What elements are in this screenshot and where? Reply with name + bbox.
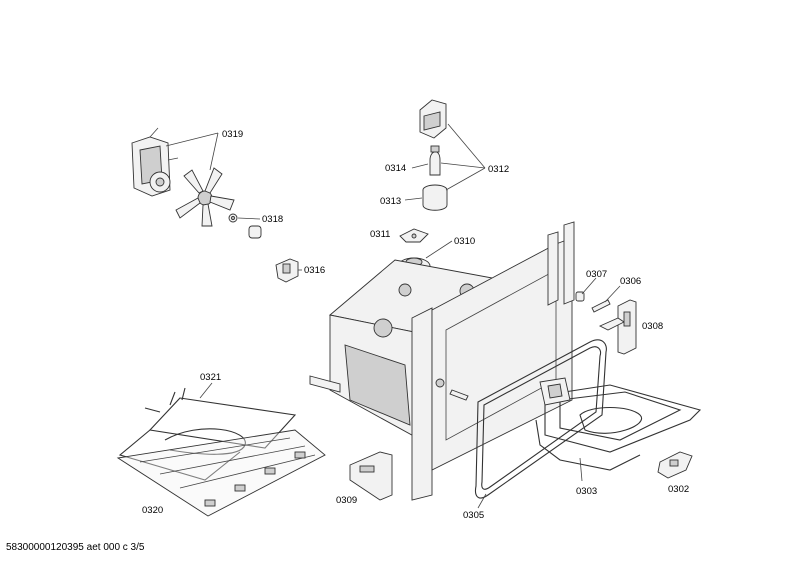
- label-0316: 0316: [304, 265, 325, 276]
- lamp-cover-part: [419, 99, 447, 139]
- fan-motor-part: [131, 127, 179, 197]
- lamp-bulb-part: [429, 145, 441, 176]
- lamp-socket-part: [422, 184, 448, 211]
- label-0305: 0305: [463, 510, 484, 521]
- label-0303: 0303: [576, 486, 597, 497]
- label-0312: 0312: [488, 164, 509, 175]
- label-0319: 0319: [222, 129, 243, 140]
- clip-part: [657, 451, 693, 479]
- top-heater-element-part: [535, 377, 702, 471]
- label-0307: 0307: [586, 269, 607, 280]
- bracket-part: [275, 258, 299, 283]
- screw-part: [575, 291, 611, 313]
- label-0320: 0320: [142, 505, 163, 516]
- label-0302: 0302: [668, 484, 689, 495]
- label-0314: 0314: [385, 163, 406, 174]
- nut-part: [228, 213, 262, 239]
- label-0310: 0310: [454, 236, 475, 247]
- side-bracket-part: [598, 299, 637, 355]
- bottom-tray-part: [116, 429, 326, 517]
- gasket-part: [399, 228, 429, 243]
- label-0306: 0306: [620, 276, 641, 287]
- label-0309: 0309: [336, 495, 357, 506]
- fan-blade-part: [175, 167, 235, 227]
- document-id-footer: 58300000120395 aet 000 c 3/5: [6, 542, 145, 553]
- oven-front-frame-part: [411, 221, 575, 501]
- door-seal-part: [474, 339, 607, 499]
- label-0311: 0311: [370, 229, 390, 240]
- label-0313: 0313: [380, 196, 401, 207]
- bracket-0309-part: [349, 451, 393, 501]
- label-0321: 0321: [200, 372, 221, 383]
- label-0318: 0318: [262, 214, 283, 225]
- label-0308: 0308: [642, 321, 663, 332]
